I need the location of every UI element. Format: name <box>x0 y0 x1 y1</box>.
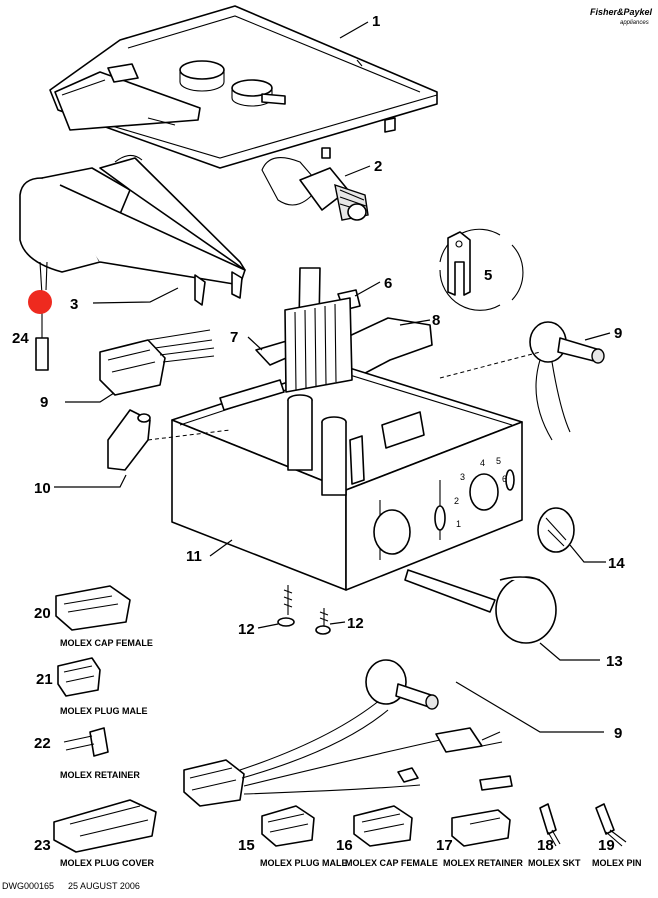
leader-9b <box>65 392 115 403</box>
label-24: 24 <box>12 330 29 347</box>
leader-2 <box>344 165 371 177</box>
part-1-lid <box>49 5 438 169</box>
label-7: 7 <box>230 329 238 346</box>
part-23-plug-cover <box>53 799 157 853</box>
label-21: 21 <box>36 671 53 688</box>
label-10: 10 <box>34 480 51 497</box>
leader-1 <box>339 21 369 39</box>
label-16: 16 <box>336 837 353 854</box>
part-21-plug-male <box>57 657 101 697</box>
part-10-post <box>137 413 151 423</box>
leader-13 <box>539 642 600 661</box>
label-23: 23 <box>34 837 51 854</box>
leader-9c <box>455 681 604 733</box>
dial-mark-5: 5 <box>496 456 501 466</box>
part-20-cap-female <box>55 585 131 631</box>
wiring-harness <box>183 659 513 807</box>
part-18-socket <box>539 803 561 847</box>
label-11: 11 <box>186 548 202 565</box>
leader-12b <box>329 621 346 625</box>
caption-22: MOLEX RETAINER <box>60 770 140 780</box>
caption-17: MOLEX RETAINER <box>443 858 523 868</box>
red-marker <box>28 290 52 314</box>
part-9-pot-top <box>529 321 605 441</box>
part-9-connector-left <box>99 329 215 396</box>
label-14: 14 <box>608 555 625 572</box>
part-15-plug-male <box>261 805 315 847</box>
caption-15: MOLEX PLUG MALE <box>260 858 348 868</box>
caption-19: MOLEX PIN <box>592 858 642 868</box>
label-6: 6 <box>384 275 392 292</box>
caption-23: MOLEX PLUG COVER <box>60 858 155 868</box>
leader-14 <box>569 544 606 563</box>
label-12b: 12 <box>347 615 364 632</box>
part-17-retainer <box>451 809 511 847</box>
label-12a: 12 <box>238 621 255 638</box>
leader-3 <box>92 287 179 304</box>
drawing-date: 25 AUGUST 2006 <box>68 881 140 891</box>
label-19: 19 <box>598 837 615 854</box>
label-9a: 9 <box>614 325 622 342</box>
caption-20: MOLEX CAP FEMALE <box>60 638 153 648</box>
label-13: 13 <box>606 653 623 670</box>
part-19-pin <box>595 803 627 847</box>
leader-10 <box>54 474 127 488</box>
part-3-bracket <box>19 154 246 306</box>
dial-mark-4: 4 <box>480 458 485 468</box>
part-13-cap <box>404 569 557 644</box>
label-5: 5 <box>484 267 492 284</box>
label-1: 1 <box>372 13 380 30</box>
label-20: 20 <box>34 605 51 622</box>
brand-sub: appliances <box>620 20 649 26</box>
part-11-housing <box>171 267 523 591</box>
brand-logo: Fisher&Paykel appliances <box>590 7 653 26</box>
part-14-knob <box>537 507 575 553</box>
dial-mark-6: 6 <box>502 474 507 484</box>
leader-8 <box>399 319 431 326</box>
part-12-screws <box>277 585 331 635</box>
dial-mark-3: 3 <box>460 472 465 482</box>
leader-12a <box>257 623 279 629</box>
dial-mark-2: 2 <box>454 496 459 506</box>
brand-name: Fisher&Paykel <box>590 7 653 17</box>
label-9c: 9 <box>614 725 622 742</box>
label-8: 8 <box>432 312 440 329</box>
label-17: 17 <box>436 837 453 854</box>
part-24-probe <box>35 261 49 371</box>
leader-7 <box>247 336 263 351</box>
leader-11 <box>209 539 233 557</box>
label-3: 3 <box>70 296 78 313</box>
leader-6 <box>354 281 381 297</box>
caption-18: MOLEX SKT <box>528 858 581 868</box>
caption-21: MOLEX PLUG MALE <box>60 706 148 716</box>
part-22-retainer <box>63 727 109 757</box>
label-18: 18 <box>537 837 554 854</box>
label-9b: 9 <box>40 394 48 411</box>
dash-9a <box>439 351 541 379</box>
label-2: 2 <box>374 158 382 175</box>
part-2-lamp <box>261 156 369 221</box>
drawing-number: DWG000165 <box>2 881 54 891</box>
leader-9a <box>584 332 611 341</box>
label-22: 22 <box>34 735 51 752</box>
caption-16: MOLEX CAP FEMALE <box>345 858 438 868</box>
dial-mark-1: 1 <box>456 519 461 529</box>
part-16-cap-female <box>353 805 413 847</box>
label-15: 15 <box>238 837 255 854</box>
part-5-clip <box>439 228 524 311</box>
